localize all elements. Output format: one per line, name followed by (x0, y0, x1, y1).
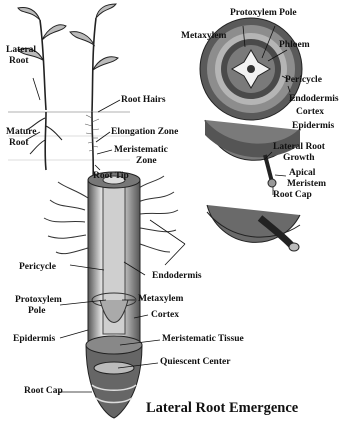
lateral-root-growth-label-line1: Lateral Root (273, 142, 325, 152)
emerging-root-section (207, 205, 300, 251)
meristematic-zone-label-line2: Zone (136, 156, 157, 166)
metaxylem-label-bottom: Metaxylem (138, 294, 183, 304)
protoxylem-label-line2: Pole (28, 306, 45, 316)
endodermis-label: Endodermis (289, 94, 339, 104)
apical-meristem-label-line2: Meristem (287, 179, 326, 189)
quiescent-center-label: Quiescent Center (160, 357, 230, 367)
phloem-label: Phloem (279, 40, 310, 50)
lateral-root-label-line2: Root (9, 56, 29, 66)
root-cap-label-bottom: Root Cap (24, 386, 63, 396)
protoxylem-pole-label: Protoxylem Pole (230, 8, 297, 18)
root-cap-label-top: Root Cap (273, 190, 312, 200)
root-hairs-label: Root Hairs (121, 95, 166, 105)
epidermis-label-bottom: Epidermis (13, 334, 55, 344)
mature-root-label-line2: Root (9, 138, 29, 148)
cortex-label: Cortex (296, 107, 324, 117)
figure-title: Lateral Root Emergence (146, 400, 298, 417)
endodermis-label-bottom: Endodermis (152, 271, 202, 281)
lateral-root-growth-label-line2: Growth (283, 153, 315, 163)
meristematic-tissue-label: Meristematic Tissue (162, 334, 244, 344)
epidermis-label: Epidermis (292, 121, 334, 131)
root-tip-label: Root Tip (93, 171, 129, 181)
apical-meristem-label-line1: Apical (289, 168, 315, 178)
plant-pointers (26, 78, 120, 170)
protoxylem-label-line1: Protoxylem (15, 295, 62, 305)
pericycle-label-bottom: Pericycle (19, 262, 56, 272)
metaxylem-label: Metaxylem (181, 31, 226, 41)
lateral-root-label-line1: Lateral (6, 45, 36, 55)
mature-root-label-line1: Mature (6, 127, 36, 137)
elongation-zone-label: Elongation Zone (111, 127, 178, 137)
plant-illustration (8, 4, 130, 180)
cortex-label-bottom: Cortex (151, 310, 179, 320)
pericycle-label: Pericycle (285, 75, 322, 85)
meristematic-zone-label-line1: Meristematic (114, 145, 168, 155)
